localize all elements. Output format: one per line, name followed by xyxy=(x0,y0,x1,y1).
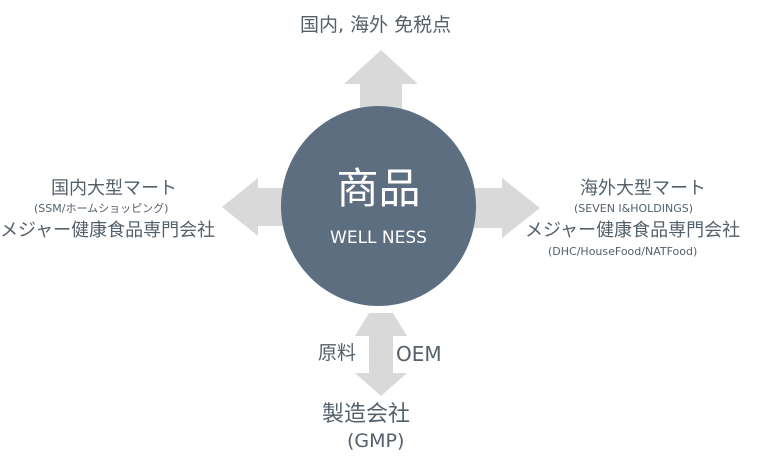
bottom-sub: (GMP) xyxy=(347,430,405,452)
arrow-right xyxy=(470,178,540,238)
right-line2: メジャー健康食品専門会社 xyxy=(525,220,741,241)
bottom-right-label: OEM xyxy=(396,342,442,366)
right-title: 海外大型マート xyxy=(580,178,706,199)
center-title: 商品 xyxy=(336,164,421,213)
left-line2: メジャー健康食品専門会社 xyxy=(0,220,216,241)
bottom-left-label: 原料 xyxy=(318,342,357,364)
right-sub: (SEVEN I&HOLDINGS) xyxy=(574,202,694,215)
arrow-up xyxy=(344,50,418,112)
left-title: 国内大型マート xyxy=(51,178,177,199)
center-circle xyxy=(281,106,476,306)
bottom-title: 製造会社 xyxy=(322,402,411,427)
left-sub: (SSM/ホームショッピング) xyxy=(34,202,169,215)
arrow-left xyxy=(222,178,290,236)
arrow-double-vertical xyxy=(355,313,407,396)
top-label: 国内, 海外 免税点 xyxy=(300,14,452,36)
right-sub2: (DHC/HouseFood/NATFood) xyxy=(548,245,698,258)
center-subtitle: WELL NESS xyxy=(330,228,427,248)
